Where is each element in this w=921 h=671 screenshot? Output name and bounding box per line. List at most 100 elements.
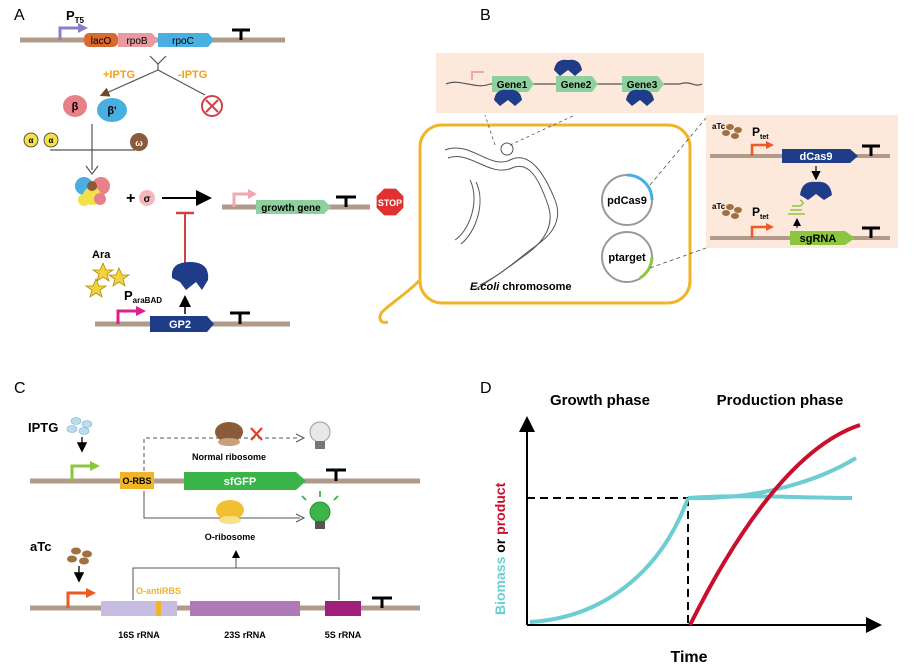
arabinose-stars	[84, 261, 131, 298]
atc-molecules	[67, 547, 92, 565]
ptarget-label: ptarget	[608, 252, 646, 264]
sigma-label: σ	[144, 194, 151, 205]
normal-translation-path	[143, 437, 300, 471]
arrowhead	[295, 513, 306, 523]
biomass-rising-curve	[687, 456, 858, 501]
rrna23s-box	[190, 601, 300, 616]
zoom-line	[509, 114, 576, 146]
terminator-icon	[336, 195, 356, 207]
rna-polymerase-complex	[75, 177, 110, 206]
pdcas9-insert	[626, 173, 654, 201]
sgrna-label: sgRNA	[800, 233, 837, 245]
cross-icon	[250, 427, 263, 441]
o-translation-path	[143, 491, 300, 519]
promoter-arrowhead	[766, 223, 774, 231]
growth-gene-label: growth gene	[261, 203, 321, 214]
atc-label-2: aTc	[712, 202, 726, 211]
alpha-subunit	[23, 132, 39, 148]
gene1-box	[492, 76, 534, 92]
growth-gene-box	[256, 200, 331, 214]
panel-d: D Growth phase Production phase Biomass …	[480, 380, 882, 666]
rrna5s-label: 5S rRNA	[325, 630, 362, 640]
atc-molecules	[722, 124, 742, 139]
panel-b: B Gene1 Gene2 Gene3 E.coli chromosome	[378, 7, 898, 324]
bulb-off-icon	[309, 421, 331, 449]
terminator-icon	[230, 311, 250, 324]
terminator-icon	[232, 28, 250, 40]
atc-label-1: aTc	[712, 122, 726, 131]
panel-a-label: A	[14, 7, 25, 24]
rpoc-label: rpoC	[172, 36, 194, 47]
terminator-icon	[372, 596, 392, 608]
cross-icon	[205, 99, 219, 113]
zoom-line	[649, 247, 707, 269]
promoter-arrowhead	[248, 189, 257, 199]
zoom-line	[484, 114, 496, 146]
branch-plus-arrow	[99, 69, 159, 97]
dcas9-gene-box	[782, 149, 858, 163]
chromosome-helix	[444, 142, 559, 291]
plus-sign: +	[126, 190, 135, 207]
sfgfp-label: sfGFP	[224, 476, 256, 488]
rpoc-gene	[158, 33, 214, 47]
atc-label: aTc	[30, 539, 51, 554]
alpha-subunit	[43, 132, 59, 148]
normal-ribosome-label: Normal ribosome	[192, 452, 266, 462]
promoter-arabad-label: ParaBAD	[124, 288, 162, 305]
promoter-arrow	[471, 71, 484, 80]
promoter-t5-label: PT5	[66, 8, 85, 25]
terminator-icon	[326, 468, 346, 481]
minus-iptg-label: -IPTG	[178, 69, 207, 81]
production-phase-label: Production phase	[717, 392, 844, 409]
gene1-label: Gene1	[497, 80, 528, 91]
rrna23s-label: 23S rRNA	[224, 630, 266, 640]
plus-iptg-label: +IPTG	[103, 69, 135, 81]
iptg-molecules	[66, 417, 93, 435]
promoter-arrowhead	[90, 461, 100, 471]
rpob-label: rpoB	[126, 36, 147, 47]
dcas9-protein	[800, 181, 832, 200]
rpob-gene	[118, 33, 158, 47]
zoom-line	[649, 117, 707, 186]
gp2-gene-box	[150, 316, 214, 332]
bulb-on-icon	[301, 491, 339, 529]
cell-tail	[378, 278, 422, 324]
sfgfp-gene-box	[184, 472, 306, 490]
promoter-arrow-ara	[116, 309, 138, 324]
panel-d-label: D	[480, 380, 492, 397]
sgrna-gene-box	[790, 231, 855, 245]
beta-label: β	[72, 101, 79, 113]
o-ribosome-label: O-ribosome	[205, 532, 256, 542]
rrna5s-box	[325, 601, 361, 616]
ptet-label-1: Ptet	[752, 125, 769, 141]
arrowhead	[295, 433, 306, 443]
stop-label: STOP	[378, 198, 402, 208]
promoter-arrow	[66, 591, 88, 608]
gene3-box	[622, 76, 664, 92]
alpha-label-1: α	[29, 136, 34, 145]
panel-b-label: B	[480, 7, 491, 24]
panel-c-label: C	[14, 380, 26, 397]
promoter-arrowhead	[766, 141, 774, 149]
omega-subunit	[130, 133, 148, 151]
assembly-arrowhead	[85, 165, 99, 175]
beta-prime-subunit	[97, 98, 127, 122]
growth-phase-label: Growth phase	[550, 392, 650, 409]
sigma-factor	[139, 190, 155, 206]
gp2-protein	[171, 262, 209, 290]
panel-c: C IPTG O-RBS sfGFP Normal ribosome O-rib…	[14, 380, 420, 640]
assembly-lines	[50, 124, 135, 170]
ribosome-small-subunit	[219, 516, 241, 524]
omega-label: ω	[135, 138, 143, 148]
iptg-label: IPTG	[28, 420, 58, 435]
stop-sign-icon	[375, 187, 405, 217]
x-axis-label: Time	[670, 649, 707, 666]
branch-connector	[149, 55, 167, 65]
alpha-label-2: α	[49, 136, 54, 145]
ptarget-insert	[639, 256, 654, 280]
promoter-arrow	[750, 143, 768, 156]
laco-label: lacO	[91, 36, 112, 47]
pdcas9-label: pdCas9	[607, 195, 647, 207]
promoter-arrow-t5	[58, 26, 80, 40]
gene3-label: Gene3	[627, 80, 658, 91]
